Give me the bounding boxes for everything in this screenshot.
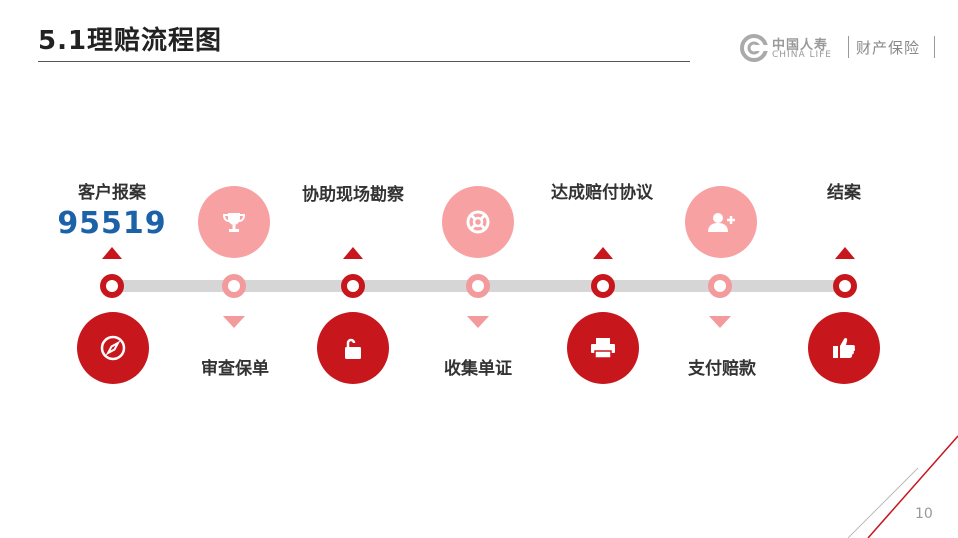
step-label-close-case: 结案 (827, 183, 861, 203)
logo-divider-left (848, 36, 849, 58)
step-circle-report (77, 312, 149, 384)
step-circle-agreement (567, 312, 639, 384)
step-label-pay-claim: 支付赔款 (688, 359, 756, 379)
pointer-up-7 (835, 247, 855, 259)
company-logo: 中国人寿 CHINA LIFE 财产保险 (740, 34, 940, 64)
logo-division-name: 财产保险 (856, 39, 921, 57)
timeline-node-5 (591, 274, 615, 298)
timeline-node-1 (100, 274, 124, 298)
pointer-up-1 (102, 247, 122, 259)
step-circle-pay-claim (685, 186, 757, 258)
lifebuoy-icon (466, 210, 490, 234)
timeline-node-6 (708, 274, 732, 298)
logo-divider-right (934, 36, 935, 58)
timeline-node-3 (341, 274, 365, 298)
step-circle-site-survey (317, 312, 389, 384)
timeline-node-4 (466, 274, 490, 298)
step-label-report: 客户报案 (78, 183, 146, 203)
printer-icon (591, 338, 615, 359)
unlock-icon (345, 338, 361, 359)
page-number: 10 (915, 506, 933, 522)
timeline-node-7 (833, 274, 857, 298)
thumbs-up-icon (833, 337, 856, 358)
title-underline (38, 61, 690, 62)
logo-english-name: CHINA LIFE (772, 50, 832, 60)
add-user-icon (708, 213, 735, 232)
corner-decoration (847, 435, 958, 538)
pointer-up-5 (593, 247, 613, 259)
timeline-node-2 (222, 274, 246, 298)
step-label-collect-docs: 收集单证 (444, 359, 512, 379)
hotline-number: 95519 (57, 206, 167, 241)
step-label-site-survey: 协助现场勘察 (302, 185, 404, 205)
step-label-agreement: 达成赔付协议 (551, 183, 653, 203)
pointer-down-4 (467, 316, 489, 328)
step-circle-collect-docs (442, 186, 514, 258)
step-circle-review-policy (198, 186, 270, 258)
page-title: 5.1理赔流程图 (38, 26, 223, 56)
pointer-down-6 (709, 316, 731, 328)
china-life-logo-icon (740, 34, 768, 62)
logo-chinese-name: 中国人寿 (772, 38, 829, 53)
step-label-review-policy: 审查保单 (201, 359, 269, 379)
step-circle-close-case (808, 312, 880, 384)
trophy-icon (222, 213, 246, 232)
compass-icon (100, 335, 126, 361)
pointer-up-3 (343, 247, 363, 259)
pointer-down-2 (223, 316, 245, 328)
